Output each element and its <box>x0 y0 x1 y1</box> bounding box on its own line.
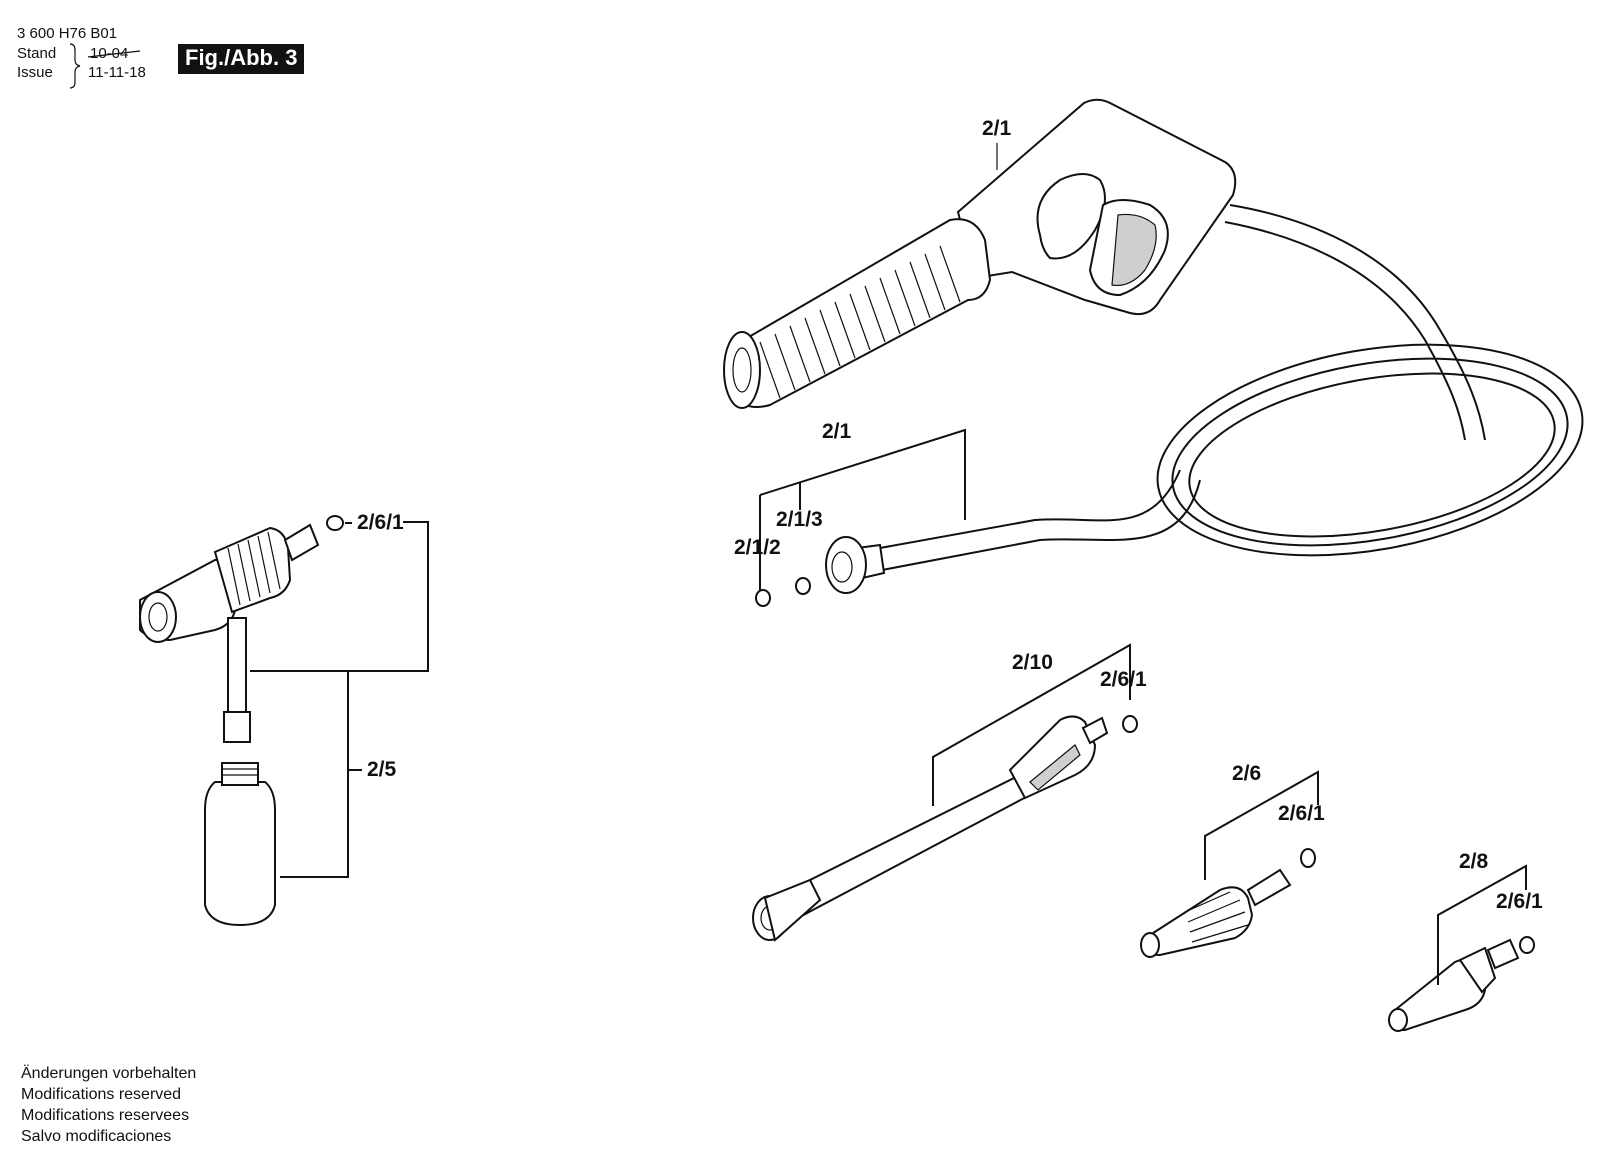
foam-ribs <box>227 531 281 606</box>
turbo-nozzle-connector <box>1486 938 1520 970</box>
hose-to-connector <box>879 469 1181 549</box>
foam-bottle-neck <box>221 762 259 786</box>
header-brace <box>69 43 81 89</box>
hose-seal-a-drawing <box>795 577 811 595</box>
foam-oring-drawing <box>326 515 344 531</box>
lance-tip <box>1081 716 1109 745</box>
nozzle-oring-drawing <box>1300 848 1316 868</box>
foam-nozzle-mouth-inner <box>148 602 168 632</box>
label-turbo-nozzle: 2/8 <box>1459 850 1489 873</box>
nozzle-tip <box>1140 932 1160 958</box>
nozzle-drawing <box>1140 848 1316 958</box>
nozzle-ribs <box>1184 891 1249 943</box>
turbo-oring-drawing <box>1519 936 1535 954</box>
hose-from-gun-2 <box>1224 221 1466 441</box>
stand-label: Stand <box>17 45 57 62</box>
hose-coil-mid <box>1171 357 1569 547</box>
doc-number: 3 600 H76 B01 <box>17 25 118 42</box>
gun-grip-end <box>723 331 761 409</box>
stand-strikethrough <box>87 50 141 58</box>
footer-line-en: Modifications reserved <box>21 1086 182 1103</box>
hose-seal-b-drawing <box>755 589 771 607</box>
foam-bottle-body <box>204 781 276 927</box>
label-nozzle: 2/6 <box>1232 762 1262 785</box>
label-gun: 2/1 <box>982 117 1012 140</box>
gun-grip-ring <box>1036 173 1106 260</box>
lance-head <box>1008 715 1097 800</box>
nozzle-bracket <box>1204 770 1319 880</box>
gun-grip-ribs <box>759 245 961 399</box>
gun-grip-end-inner <box>732 347 752 393</box>
gun-trigger <box>1111 213 1157 287</box>
hose-connector-nut-inner <box>831 551 853 583</box>
stand-value: 10-04 <box>90 45 129 62</box>
foam-nozzle-mouth <box>139 591 177 643</box>
footer-line-es: Salvo modificaciones <box>21 1128 172 1145</box>
label-turbo-oring: 2/6/1 <box>1496 890 1543 913</box>
label-hose-seal-b: 2/1/2 <box>734 536 781 559</box>
nozzle-connector <box>1246 868 1292 907</box>
foam-siphon-tube <box>227 617 247 719</box>
label-lance-oring: 2/6/1 <box>1100 668 1147 691</box>
issue-label: Issue <box>17 64 53 81</box>
turbo-nozzle-drawing <box>1388 936 1535 1032</box>
hose-coil-outer <box>1156 343 1584 557</box>
footer-line-de: Änderungen vorbehalten <box>21 1065 197 1082</box>
turbo-bracket <box>1437 864 1527 985</box>
turbo-nozzle-collar <box>1458 946 1497 994</box>
footer-line-fr: Modifications reservees <box>21 1107 190 1124</box>
lance-head-rib <box>1029 744 1081 791</box>
label-foam-bottle: 2/5 <box>367 758 397 781</box>
label-nozzle-oring: 2/6/1 <box>1278 802 1325 825</box>
foam-tube-end <box>223 711 251 743</box>
foam-connector <box>283 523 320 562</box>
nozzle-body <box>1143 886 1254 957</box>
lance-drawing <box>752 715 1138 942</box>
label-hose-assembly: 2/1 <box>822 420 852 443</box>
foam-bracket <box>250 521 429 878</box>
label-lance: 2/10 <box>1012 651 1053 674</box>
foam-bottle-thread <box>222 768 258 776</box>
lance-collar <box>763 878 822 942</box>
footer-notes: Änderungen vorbehalten Modifications res… <box>21 1063 196 1147</box>
spray-gun-drawing <box>723 98 1584 594</box>
foam-bottle-drawing <box>139 515 344 927</box>
hose-assembly-bracket <box>759 428 966 590</box>
lance-bracket <box>932 643 1131 806</box>
figure-label: Fig./Abb. 3 <box>178 44 305 74</box>
hose-coil-inner <box>1188 372 1556 538</box>
hose-from-gun <box>1229 204 1486 441</box>
label-foam-oring: 2/6/1 <box>357 511 404 534</box>
label-hose-seal-a: 2/1/3 <box>776 508 823 531</box>
hose-to-connector-2 <box>881 479 1201 571</box>
issue-value: 11-11-18 <box>88 64 146 81</box>
turbo-nozzle-tip <box>1388 1008 1408 1032</box>
lance-oring-drawing <box>1122 715 1138 733</box>
